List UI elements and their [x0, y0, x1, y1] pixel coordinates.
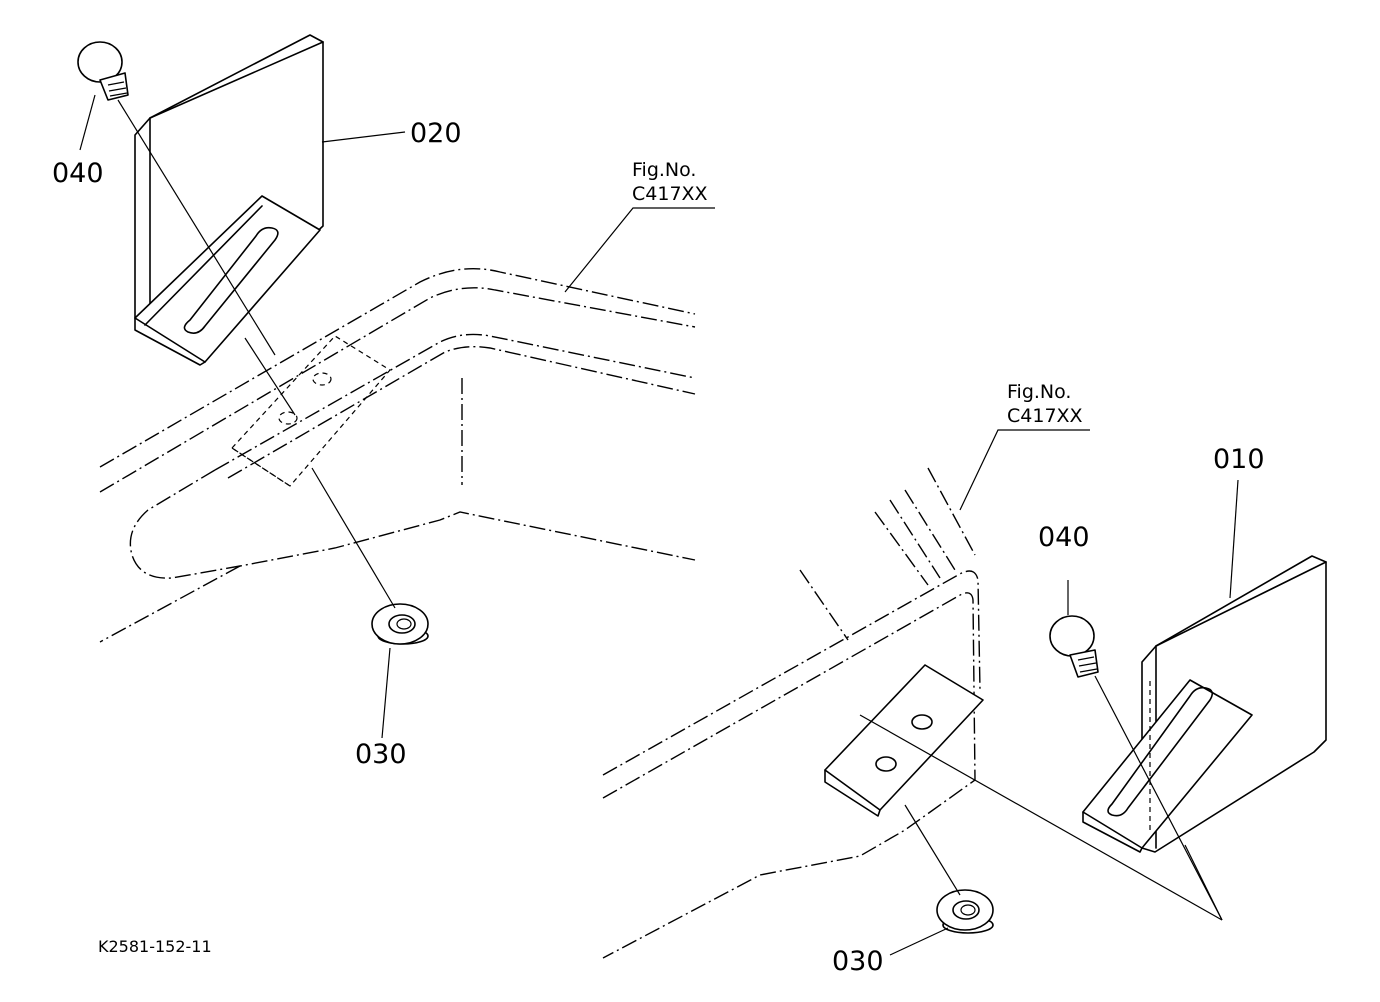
label-part-030-left: 030	[355, 739, 407, 770]
label-part-030-right: 030	[832, 946, 884, 977]
label-part-020: 020	[410, 118, 462, 149]
bracket-020	[134, 34, 324, 366]
left-frame	[99, 268, 696, 643]
label-part-040-right: 040	[1038, 522, 1090, 553]
bolt-040-left	[77, 41, 129, 101]
fig-ref-right-line1: Fig.No.	[1007, 381, 1071, 403]
grommet-030-right	[936, 889, 994, 934]
left-mount-plate	[231, 335, 391, 487]
right-mount-plate	[824, 664, 984, 817]
label-part-010: 010	[1213, 444, 1265, 475]
left-leaders	[79, 94, 715, 739]
drawing-code: K2581-152-11	[98, 937, 212, 956]
label-part-040-left: 040	[52, 158, 104, 189]
right-leaders	[859, 429, 1239, 956]
bracket-010	[1082, 555, 1327, 853]
fig-ref-left-line2: C417XX	[632, 183, 708, 205]
right-frame	[602, 467, 981, 959]
fig-ref-right-line2: C417XX	[1007, 405, 1083, 427]
bolt-040-right	[1049, 615, 1099, 678]
fig-ref-left-line1: Fig.No.	[632, 159, 696, 181]
grommet-030-left	[371, 603, 429, 645]
